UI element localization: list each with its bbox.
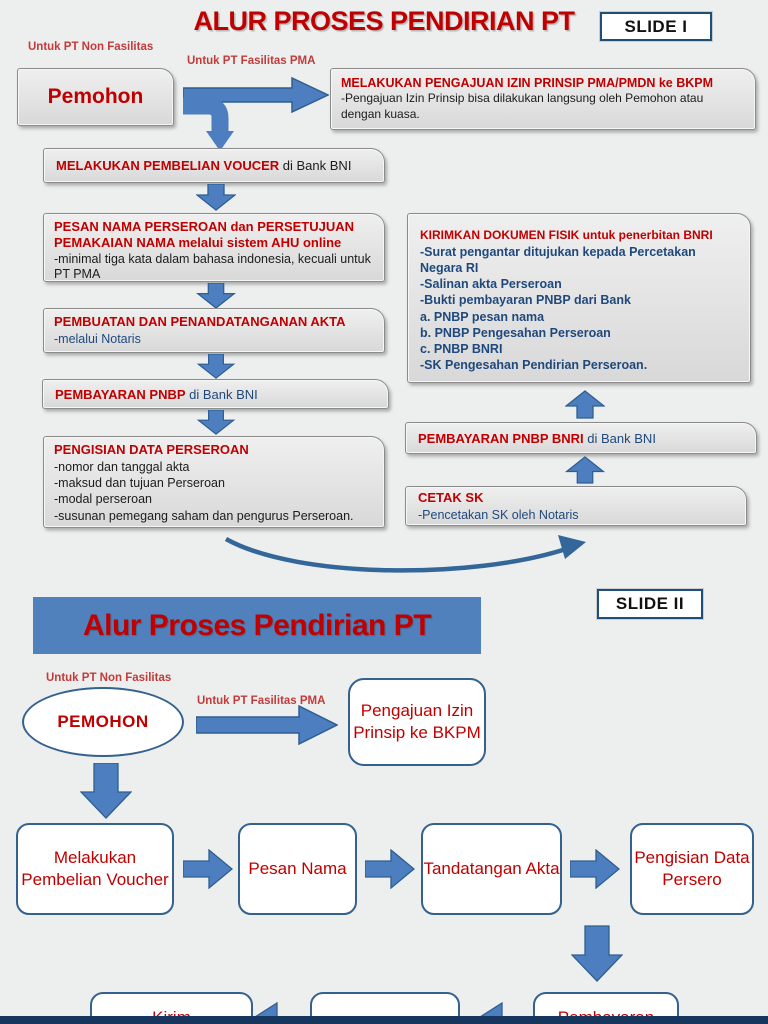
pesan-nama-body: -minimal tiga kata dalam bahasa indonesi… [54, 251, 371, 282]
cetak-sk-box: CETAK SK -Pencetakan SK oleh Notaris [405, 486, 747, 526]
pengisian-item: -modal perseroan [54, 492, 152, 507]
arrow-down-icon [196, 410, 236, 435]
arrow-right-icon [570, 849, 620, 889]
slide1-badge: SLIDE I [600, 12, 712, 41]
arrow-down-icon [196, 354, 236, 379]
pesan-nama-title: PESAN NAMA PERSEROAN dan PERSETUJUAN PEM… [54, 219, 355, 251]
pnbp-title: PEMBAYARAN PNBP [55, 386, 186, 402]
akta-body: -melalui Notaris [54, 331, 141, 346]
arrow-up-icon [565, 456, 605, 484]
slide1-title: ALUR PROSES PENDIRIAN PT [193, 6, 575, 36]
curved-arrow-icon [224, 535, 586, 573]
voucer-suffix: di Bank BNI [279, 158, 352, 173]
pengisian-item: -susunan pemegang saham dan pengurus Per… [54, 508, 354, 523]
pemohon-ellipse: PEMOHON [22, 687, 184, 757]
arrow-right-icon [365, 849, 415, 889]
label-non-fasilitas-1: Untuk PT Non Fasilitas [28, 41, 154, 53]
step-label: Tandatangan Akta [423, 858, 560, 878]
izin-prinsip-box-1: MELAKUKAN PENGAJUAN IZIN PRINSIP PMA/PMD… [330, 68, 756, 130]
step-box-tandatangan: Tandatangan Akta [421, 823, 562, 915]
pnbp-suffix: di Bank BNI [185, 386, 258, 402]
slide2-title: Alur Proses Pendirian PT [82, 608, 432, 642]
arrow-down-icon [571, 925, 623, 982]
kirimkan-item: -Surat pengantar ditujukan kepada Percet… [420, 244, 696, 275]
akta-title: PEMBUATAN DAN PENANDATANGANAN AKTA [54, 314, 346, 329]
label-fasilitas-pma-2: Untuk PT Fasilitas PMA [197, 695, 326, 707]
label-non-fasilitas-2: Untuk PT Non Fasilitas [46, 672, 172, 684]
step-box-pengisian: Pengisian Data Persero [630, 823, 754, 915]
step-label: Pesan Nama [248, 858, 347, 878]
pnbp-bnri-title: PEMBAYARAN PNBP BNRI [418, 430, 584, 446]
izin-prinsip-title: MELAKUKAN PENGAJUAN IZIN PRINSIP PMA/PMD… [341, 76, 714, 90]
step-label: Pengisian Data Persero [634, 847, 750, 889]
izin-prinsip-body: -Pengajuan Izin Prinsip bisa dilakukan l… [341, 91, 704, 121]
pnbp-box: PEMBAYARAN PNBP di Bank BNI [42, 379, 389, 409]
cetak-sk-title: CETAK SK [418, 490, 484, 505]
kirimkan-item: b. PNBP Pengesahan Perseroan [420, 325, 611, 340]
slide1-badge-label: SLIDE I [624, 16, 688, 36]
pnbp-bnri-box: PEMBAYARAN PNBP BNRI di Bank BNI [405, 422, 757, 454]
voucer-box: MELAKUKAN PEMBELIAN VOUCER di Bank BNI [43, 148, 385, 183]
step-box-pesan-nama: Pesan Nama [238, 823, 357, 915]
pemohon-label-1: Pemohon [47, 85, 144, 108]
label-fasilitas-pma-1: Untuk PT Fasilitas PMA [187, 55, 316, 67]
kirimkan-item: -SK Pengesahan Pendirian Perseroan. [420, 358, 648, 373]
kirimkan-item: a. PNBP pesan nama [420, 309, 545, 324]
pengisian-data-box: PENGISIAN DATA PERSEROAN -nomor dan tang… [43, 436, 385, 528]
kirimkan-title: KIRIMKAN DOKUMEN FISIK untuk penerbitan … [420, 228, 713, 242]
step-label: Melakukan Pembelian Voucher [21, 847, 169, 889]
kirimkan-item: -Salinan akta Perseroan [420, 277, 562, 292]
arrow-elbow-down-icon [183, 97, 234, 151]
step-box-voucher: Melakukan Pembelian Voucher [16, 823, 174, 915]
pnbp-bnri-suffix: di Bank BNI [583, 430, 656, 446]
kirimkan-item: c. PNBP BNRI [420, 342, 503, 357]
arrow-down-icon [196, 283, 236, 309]
slide2-badge-label: SLIDE II [615, 594, 685, 613]
pengisian-item: -maksud dan tujuan Perseroan [54, 476, 225, 491]
arrow-up-icon [565, 390, 605, 419]
slide2-title-banner: Alur Proses Pendirian PT [33, 597, 481, 654]
bottom-bar [0, 1016, 768, 1024]
izin-prinsip-label-2: Pengajuan Izin Prinsip ke BKPM [353, 700, 481, 742]
pengisian-title: PENGISIAN DATA PERSEROAN [54, 442, 249, 457]
arrow-down-icon [80, 763, 132, 819]
akta-box: PEMBUATAN DAN PENANDATANGANAN AKTA -mela… [43, 308, 385, 353]
kirimkan-item: -Bukti pembayaran PNBP dari Bank [420, 293, 631, 308]
arrow-right-icon [183, 849, 233, 889]
voucer-title: MELAKUKAN PEMBELIAN VOUCER [56, 158, 280, 173]
slide2-badge: SLIDE II [597, 589, 703, 619]
pemohon-box-1: Pemohon [17, 68, 174, 126]
pesan-nama-box: PESAN NAMA PERSEROAN dan PERSETUJUAN PEM… [43, 213, 385, 282]
izin-prinsip-box-2: Pengajuan Izin Prinsip ke BKPM [348, 678, 486, 766]
pemohon-label-2: PEMOHON [57, 712, 149, 731]
pengisian-item: -nomor dan tanggal akta [54, 459, 190, 474]
cetak-sk-body: -Pencetakan SK oleh Notaris [418, 507, 579, 522]
arrow-right-icon [196, 705, 338, 745]
kirimkan-dokumen-box: KIRIMKAN DOKUMEN FISIK untuk penerbitan … [407, 213, 751, 383]
arrow-down-icon [196, 184, 236, 211]
